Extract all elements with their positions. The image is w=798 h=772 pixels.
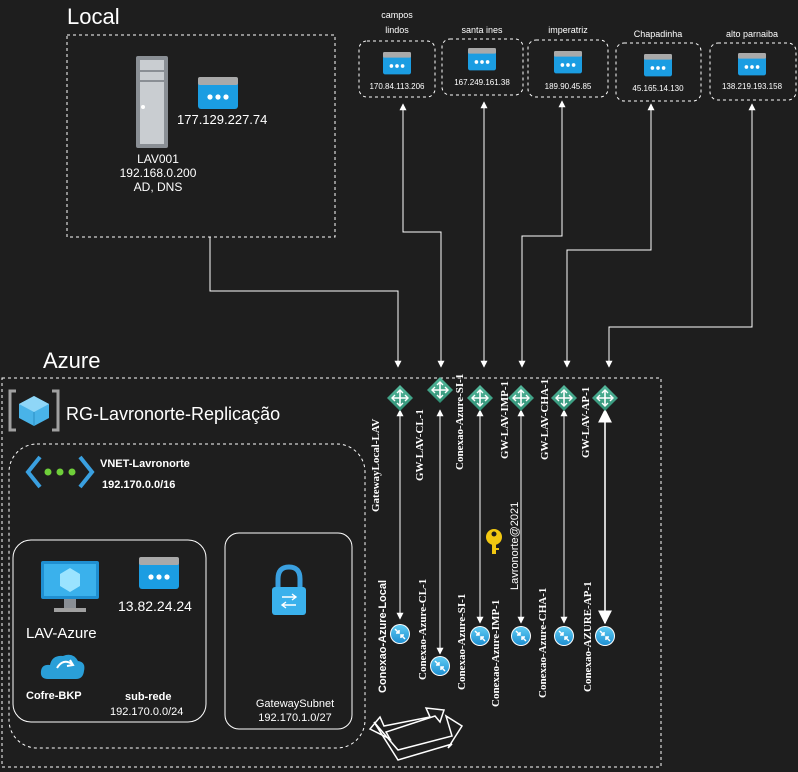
site-label: alto parnaiba bbox=[726, 29, 778, 39]
gateway-label: GW-LAV-AP-1 bbox=[580, 387, 592, 458]
virtual-machine-icon bbox=[41, 561, 99, 612]
site-alto-parnaiba: alto parnaiba 138.219.193.158 bbox=[709, 29, 797, 101]
vnet-link-arrow bbox=[368, 707, 446, 741]
connection-label: Conexao-Azure-Local bbox=[377, 580, 389, 693]
site-label: Chapadinha bbox=[634, 29, 683, 39]
key-icon bbox=[486, 529, 502, 554]
site-ip-icon bbox=[383, 52, 411, 75]
connection-icon bbox=[553, 625, 575, 647]
vpn-gateway-icon bbox=[550, 384, 578, 412]
gateway-label: Conexao-Azure-SI-1 bbox=[454, 374, 466, 470]
public-ip-icon bbox=[198, 77, 238, 109]
site-ip-icon bbox=[468, 48, 496, 71]
server-name: LAV001 bbox=[137, 152, 179, 166]
subnet-cidr: 192.170.0.0/24 bbox=[110, 706, 183, 718]
gateway-label: GW-LAV-CL-1 bbox=[414, 409, 426, 481]
local-boundary bbox=[66, 34, 336, 238]
resource-group-name: RG-Lavronorte-Replicação bbox=[66, 404, 280, 424]
connection-icon bbox=[510, 625, 532, 647]
connection-icon bbox=[594, 625, 616, 647]
vnet-boundary bbox=[8, 443, 366, 749]
site-campos-lindos: campos lindos 170.84.113.206 bbox=[358, 10, 436, 98]
site-label: campos bbox=[381, 10, 413, 20]
site-label: lindos bbox=[385, 25, 409, 35]
connection-icon bbox=[389, 623, 411, 645]
vpn-lock-icon bbox=[272, 564, 306, 615]
gateway-label: GatewayLocal-LAV bbox=[370, 419, 382, 512]
server-icon bbox=[136, 56, 168, 148]
connection-icon bbox=[469, 625, 491, 647]
vpn-gateway-icon bbox=[426, 376, 454, 404]
resource-group-icon bbox=[8, 389, 60, 432]
gateway-subnet-cidr: 192.170.1.0/27 bbox=[258, 712, 331, 724]
backup-vault-icon bbox=[40, 654, 85, 679]
gateway-to-connection-lines bbox=[396, 408, 612, 655]
azure-title: Azure bbox=[43, 348, 100, 373]
site-chapadinha: Chapadinha 45.165.14.130 bbox=[615, 29, 702, 102]
vm-name: LAV-Azure bbox=[26, 625, 97, 642]
vpn-gateway-icon bbox=[386, 384, 414, 412]
site-imperatriz: imperatriz 189.90.45.85 bbox=[527, 25, 609, 98]
site-to-gateway-lines bbox=[209, 100, 756, 368]
vnet-cidr: 192.170.0.0/16 bbox=[102, 479, 175, 491]
vpn-gateway-icon bbox=[591, 384, 619, 412]
shared-key: Lavronorte@2021 bbox=[509, 502, 521, 590]
site-ip-icon bbox=[554, 51, 582, 74]
vnet-name: VNET-Lavronorte bbox=[100, 458, 190, 470]
vault-name: Cofre-BKP bbox=[26, 690, 82, 702]
site-santa-ines: santa ines 167.249.161.38 bbox=[441, 25, 524, 96]
gateway-label: GW-LAV-CHA-1 bbox=[539, 379, 551, 460]
vpn-gateway-icon bbox=[466, 384, 494, 412]
site-ip: 138.219.193.158 bbox=[722, 82, 783, 91]
gateway-label: GW-LAV-IMP-1 bbox=[499, 381, 511, 459]
site-label: imperatriz bbox=[548, 25, 588, 35]
vnet-link-arrow-2 bbox=[373, 714, 464, 761]
server-ip: 192.168.0.200 bbox=[120, 166, 197, 180]
site-ip: 167.249.161.38 bbox=[454, 78, 510, 87]
azure-boundary bbox=[1, 377, 662, 768]
subnet-boundary bbox=[12, 539, 207, 723]
vm-ip-icon bbox=[139, 557, 179, 589]
gateway-subnet-name: GatewaySubnet bbox=[256, 698, 334, 710]
site-ip: 189.90.45.85 bbox=[545, 82, 592, 91]
subnet-label: sub-rede bbox=[125, 691, 171, 703]
gateway-subnet-boundary bbox=[224, 532, 353, 730]
connection-label: Conexao-AZURE-AP-1 bbox=[582, 581, 594, 692]
site-ip-icon bbox=[738, 53, 766, 76]
site-label: santa ines bbox=[461, 25, 503, 35]
vm-ip: 13.82.24.24 bbox=[118, 598, 192, 614]
connection-icon bbox=[429, 655, 451, 677]
server-roles: AD, DNS bbox=[134, 180, 183, 194]
vnet-icon bbox=[25, 455, 95, 489]
local-public-ip: 177.129.227.74 bbox=[177, 112, 267, 127]
connection-label: Conexao-Azure-CHA-1 bbox=[537, 588, 549, 698]
connection-label: Conexao-Azure-SI-1 bbox=[456, 594, 468, 690]
vpn-gateway-icon bbox=[507, 384, 535, 412]
local-title: Local bbox=[67, 4, 120, 29]
site-ip-icon bbox=[644, 54, 672, 77]
connection-label: Conexao-Azure-CL-1 bbox=[417, 579, 429, 680]
site-ip: 170.84.113.206 bbox=[369, 82, 425, 91]
site-ip: 45.165.14.130 bbox=[632, 84, 684, 93]
connection-label: Conexao-Azure-IMP-1 bbox=[490, 600, 502, 707]
